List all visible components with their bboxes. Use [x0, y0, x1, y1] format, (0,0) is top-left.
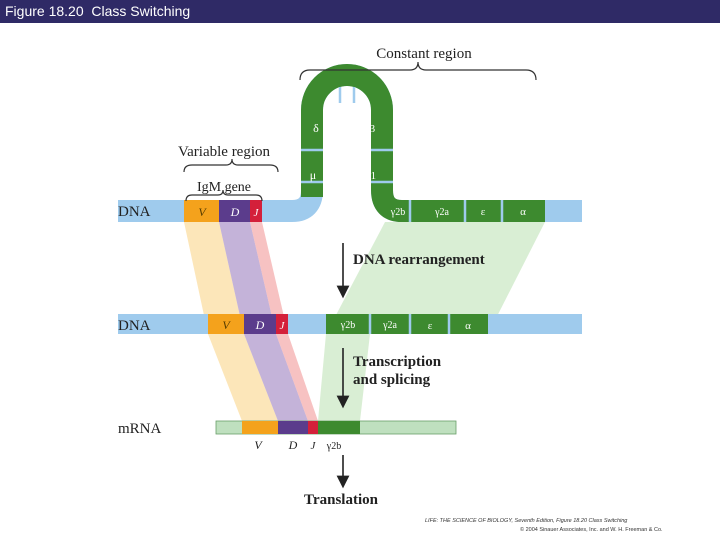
d-label-top: D	[230, 205, 240, 219]
translation-label: Translation	[304, 492, 379, 508]
alpha-label-top: α	[520, 206, 526, 218]
gamma3-label: γ3	[364, 123, 376, 135]
credit-line-1: LIFE: THE SCIENCE OF BIOLOGY, Seventh Ed…	[425, 518, 628, 524]
v-segment-middle	[208, 314, 244, 334]
j-segment-middle	[276, 314, 288, 334]
v-segment-top	[184, 200, 219, 222]
constant-mapping-band	[326, 222, 545, 334]
v-label-middle: V	[222, 318, 231, 332]
gamma2b-label-mrna: γ2b	[326, 441, 341, 452]
dna-label-middle: DNA	[118, 318, 151, 334]
d-label-middle: D	[255, 318, 265, 332]
variable-region-brace	[183, 158, 279, 173]
v-mapping-band	[184, 222, 244, 334]
d-segment-middle	[244, 314, 276, 334]
gamma2a-label-middle: γ2a	[382, 320, 397, 331]
v-segment-mrna	[242, 421, 278, 434]
d-segment-top	[219, 200, 250, 222]
mrna-label: mRNA	[118, 421, 162, 437]
dna-label-top: DNA	[118, 204, 151, 220]
transcription-label-line2: and splicing	[353, 372, 431, 388]
j-mapping-band	[250, 222, 288, 334]
epsilon-label-top: ε	[481, 206, 486, 218]
d-mapping-band-lower	[244, 334, 308, 421]
gamma2b-mapping-band	[318, 334, 370, 421]
dna-strand-top	[118, 64, 582, 222]
constant-segments-middle	[326, 314, 488, 334]
title-bar: Figure 18.20 Class Switching	[0, 0, 720, 23]
v-label-mrna: V	[254, 438, 263, 452]
delta-label: δ	[313, 121, 319, 135]
constant-region-label: Constant region	[376, 46, 472, 62]
constant-region-brace	[299, 61, 537, 81]
variable-region-label: Variable region	[178, 144, 271, 160]
igm-gene-brace	[185, 189, 263, 202]
igm-gene-label: IgM gene	[197, 180, 251, 195]
gamma2b-label-middle: γ2b	[340, 320, 355, 331]
gamma2b-segment-mrna	[318, 421, 360, 434]
figure-title: Figure 18.20 Class Switching	[5, 3, 191, 19]
mu-label: μ	[310, 168, 316, 182]
d-mapping-band	[219, 222, 276, 334]
j-segment-top	[250, 200, 262, 222]
j-label-middle: J	[280, 320, 286, 332]
j-mapping-band-lower	[276, 334, 318, 421]
credit-line-2: © 2004 Sinauer Associates, Inc. and W. H…	[520, 527, 663, 533]
dna-rearrangement-label: DNA rearrangement	[353, 252, 485, 268]
v-label-top: V	[198, 205, 207, 219]
v-mapping-band-lower	[208, 334, 278, 421]
alpha-label-middle: α	[465, 320, 471, 332]
transcription-label-line1: Transcription	[353, 354, 442, 370]
gamma1-label: γ1	[365, 170, 376, 182]
d-label-mrna: D	[288, 438, 298, 452]
gamma2a-label-top: γ2a	[434, 207, 449, 218]
j-label-mrna: J	[311, 440, 317, 452]
epsilon-label-middle: ε	[428, 320, 433, 332]
gamma2b-label-top: γ2b	[390, 207, 405, 218]
j-label-top: J	[254, 207, 260, 219]
d-segment-mrna	[278, 421, 308, 434]
j-segment-mrna	[308, 421, 318, 434]
